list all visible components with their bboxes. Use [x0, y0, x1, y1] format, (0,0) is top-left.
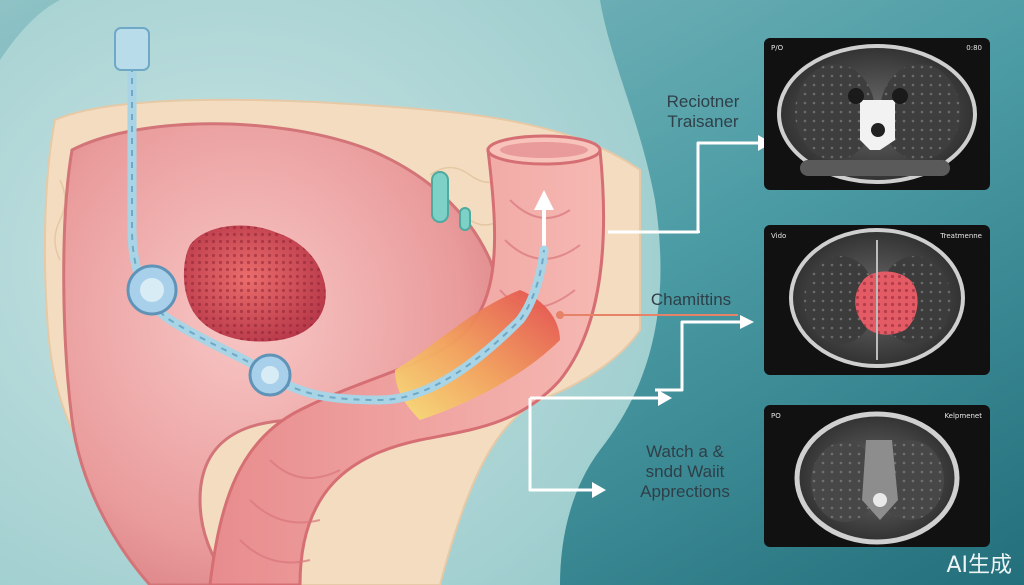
label-watch-line3: Apprections [640, 482, 730, 501]
catheter-port [114, 27, 150, 71]
connector-arrows [528, 141, 760, 492]
tube-lumen [500, 142, 588, 158]
capsule-icon [431, 171, 471, 231]
ct-scan-top [764, 38, 990, 190]
label-treatment-line2: Traisaner [667, 112, 739, 131]
label-watch-line2: sndd Waiit [645, 462, 725, 481]
watermark: AI生成 [946, 553, 1012, 578]
label-treatment-line1: Reciotner [666, 92, 740, 111]
pointer-dot [556, 311, 564, 319]
scan-bottom-corner-left: PO [771, 412, 781, 420]
arrow-to-bottom-scan [528, 398, 592, 492]
label-chamittins-line1: Chamittins [650, 290, 732, 309]
scan-bottom-corner-right: Kelpmenet [944, 412, 982, 420]
scan-middle-corner-left: Vido [771, 232, 786, 240]
arrow-to-middle-scan [655, 320, 742, 392]
scan-top-corner-left: P/O [771, 44, 784, 52]
tumor-texture [183, 225, 326, 342]
balloon-valve-upper [126, 264, 178, 316]
label-watch-line1: Watch a & [646, 442, 724, 461]
arrow-to-top-scan [608, 141, 760, 234]
up-arrow [534, 190, 554, 250]
scan-middle-corner-right: Treatmenne [939, 232, 982, 240]
ct-scan-middle [764, 225, 990, 375]
label-watch-and-wait: Watch a & sndd Waiit Apprections [620, 442, 750, 502]
scan-top-corner-right: 0:80 [966, 44, 982, 52]
label-chamittins: Chamittins [636, 290, 746, 310]
ct-scan-bottom [764, 405, 990, 547]
label-treatment: Reciotner Traisaner [648, 92, 758, 132]
balloon-valve-lower [248, 353, 292, 397]
